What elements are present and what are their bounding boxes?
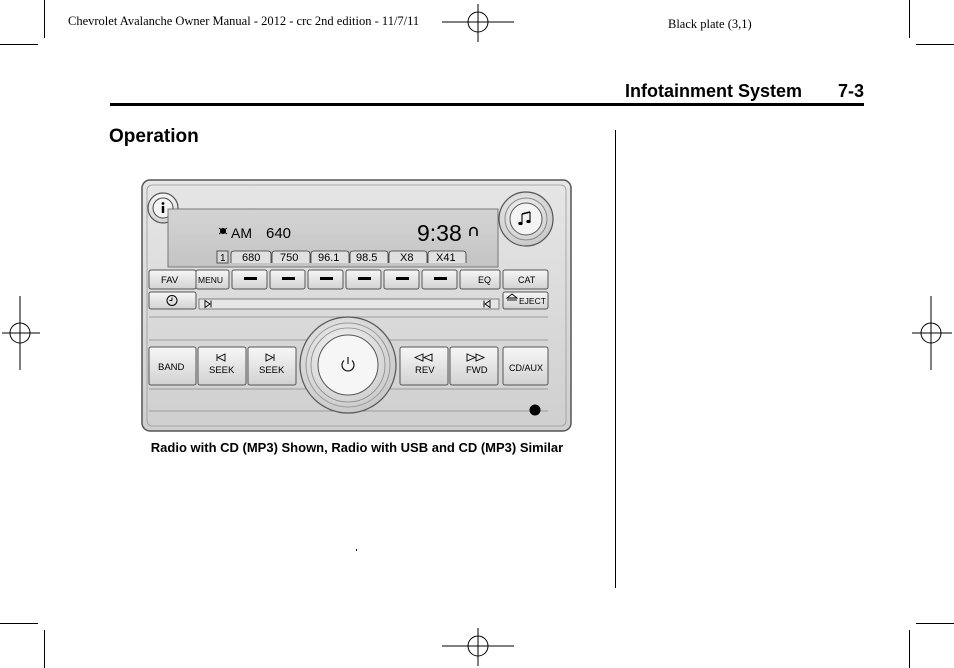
eject-button[interactable]: EJECT	[502, 291, 549, 310]
aux-jack	[529, 404, 541, 416]
rev-button[interactable]: REV	[399, 346, 449, 386]
preset-buttons	[231, 269, 458, 290]
preset-label: 680	[242, 252, 260, 264]
crop-mark	[0, 623, 38, 624]
fav-button[interactable]: FAV	[148, 269, 197, 290]
preset-label: 98.5	[356, 252, 377, 264]
stray-mark	[356, 549, 357, 551]
cd-aux-button[interactable]: CD/AUX	[502, 346, 549, 386]
crop-mark	[44, 630, 45, 668]
registration-mark-top	[442, 4, 514, 42]
seek-back-icon	[216, 353, 226, 362]
fav-label: FAV	[161, 275, 179, 286]
page-number: 7-3	[837, 81, 864, 101]
power-icon	[341, 357, 355, 372]
clock-button[interactable]	[148, 291, 197, 310]
header-rule	[110, 103, 864, 106]
eject-label: EJECT	[519, 296, 546, 306]
running-header: Infotainment System 7-3	[110, 80, 864, 106]
slot-arrow-left-icon	[483, 299, 491, 309]
crop-mark	[909, 630, 910, 668]
fwd-label: FWD	[466, 365, 488, 376]
figure-caption: Radio with CD (MP3) Shown, Radio with US…	[150, 440, 564, 455]
preset-button-bar	[244, 277, 257, 280]
eject-icon	[505, 293, 519, 301]
cd-slot	[198, 298, 500, 310]
fast-forward-icon	[466, 353, 486, 362]
slot-arrow-right-icon	[204, 299, 212, 309]
display-clock: 9:38	[417, 220, 462, 246]
eq-label: EQ	[478, 275, 491, 285]
seek-forward-label: SEEK	[259, 365, 285, 376]
tone-knob[interactable]	[498, 191, 554, 247]
clock-icon	[166, 295, 178, 306]
section-title: Infotainment System	[625, 81, 803, 101]
crop-mark	[0, 44, 38, 45]
registration-mark-bottom	[442, 628, 514, 666]
signal-indicator-icon	[218, 227, 228, 235]
radio-illustration: AM 640 9:38 1 680 750 96.1 98.5 X8 X41	[141, 179, 572, 432]
preset-label: 96.1	[318, 252, 339, 264]
preset-button-bar	[320, 277, 333, 280]
display-band: AM	[231, 225, 252, 241]
registration-mark-right	[912, 296, 952, 370]
display-frequency: 640	[266, 225, 291, 242]
menu-label: MENU	[198, 275, 223, 285]
power-volume-knob[interactable]	[299, 316, 397, 414]
seek-forward-icon	[265, 353, 275, 362]
preset-label: X41	[436, 252, 456, 264]
crop-mark	[916, 44, 954, 45]
band-label: BAND	[158, 362, 185, 373]
crop-mark	[909, 0, 910, 38]
info-icon	[161, 202, 165, 213]
preset-tabs: 680 750 96.1 98.5 X8 X41	[230, 250, 467, 264]
rev-label: REV	[415, 365, 435, 376]
preset-button-bar	[396, 277, 409, 280]
music-note-icon	[518, 211, 531, 226]
plate-info: Chevrolet Avalanche Owner Manual - 2012 …	[68, 14, 420, 28]
seek-forward-button[interactable]: SEEK	[247, 346, 297, 386]
fwd-button[interactable]: FWD	[449, 346, 499, 386]
display-page-number: 1	[220, 253, 226, 264]
eq-button[interactable]: EQ	[459, 269, 501, 290]
preset-label: 750	[280, 252, 298, 264]
plate-id: Black plate (3,1)	[668, 17, 752, 31]
band-button[interactable]: BAND	[148, 346, 197, 386]
cat-label: CAT	[518, 275, 536, 285]
seek-back-label: SEEK	[209, 365, 235, 376]
crop-mark	[44, 0, 45, 38]
crop-mark	[916, 623, 954, 624]
registration-mark-left	[2, 296, 40, 370]
cd-aux-label: CD/AUX	[509, 363, 543, 373]
menu-button[interactable]: MENU	[195, 269, 230, 290]
rewind-icon	[413, 353, 433, 362]
preset-button-bar	[358, 277, 371, 280]
preset-button-bar	[434, 277, 447, 280]
seek-back-button[interactable]: SEEK	[197, 346, 247, 386]
section-heading: Operation	[109, 126, 199, 147]
preset-label: X8	[400, 252, 413, 264]
signal-icon	[469, 226, 478, 236]
cat-button[interactable]: CAT	[502, 269, 549, 290]
column-divider	[615, 130, 616, 588]
preset-button-bar	[282, 277, 295, 280]
